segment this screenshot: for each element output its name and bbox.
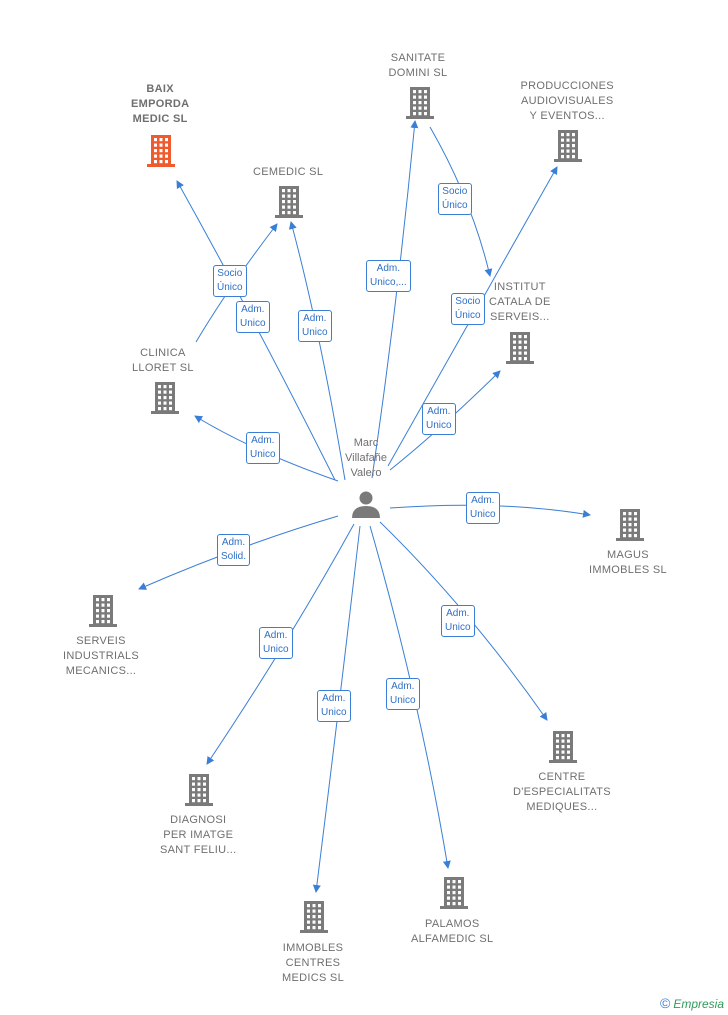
building-icon[interactable] [89,595,117,627]
edge-label-e-immobles[interactable]: Adm.Unico [317,690,351,722]
brand-name: Empresia [673,997,724,1011]
person-icon[interactable] [352,491,380,519]
building-icon[interactable] [440,877,468,909]
edge-label-e-serveis[interactable]: Adm.Solid. [217,534,251,566]
edge-label-e-magus[interactable]: Adm.Unico [466,492,500,524]
building-icon[interactable] [506,332,534,364]
building-icon[interactable] [554,130,582,162]
edge-label-e-diagnosi[interactable]: Adm.Unico [259,627,293,659]
building-icon[interactable] [300,901,328,933]
building-icon[interactable] [275,186,303,218]
edge-label-e-sanitate[interactable]: Adm.Unico,... [366,260,411,292]
building-icon[interactable] [549,731,577,763]
edge-label-e-palamos[interactable]: Adm.Unico [386,678,420,710]
edge-e-sanitate [371,120,419,479]
building-icon[interactable] [406,87,434,119]
edge-label-e-centre[interactable]: Adm.Unico [441,605,475,637]
building-icon[interactable] [147,135,175,167]
building-icon[interactable] [185,774,213,806]
brand-footer: ©Empresia [660,995,724,1011]
node-label-cemedic[interactable]: CEMEDIC SL [253,166,324,178]
edge-label-e-institut[interactable]: Adm.Unico [422,403,456,435]
edge-label-e-baix[interactable]: Adm.Unico [236,301,270,333]
copyright-icon: © [659,995,671,1011]
edge-e-cemedic [288,221,346,481]
building-icon[interactable] [151,382,179,414]
edge-label-e-cemedic[interactable]: Adm.Unico [298,310,332,342]
building-icon[interactable] [616,509,644,541]
edge-label-e-clinica[interactable]: Adm.Unico [246,432,280,464]
